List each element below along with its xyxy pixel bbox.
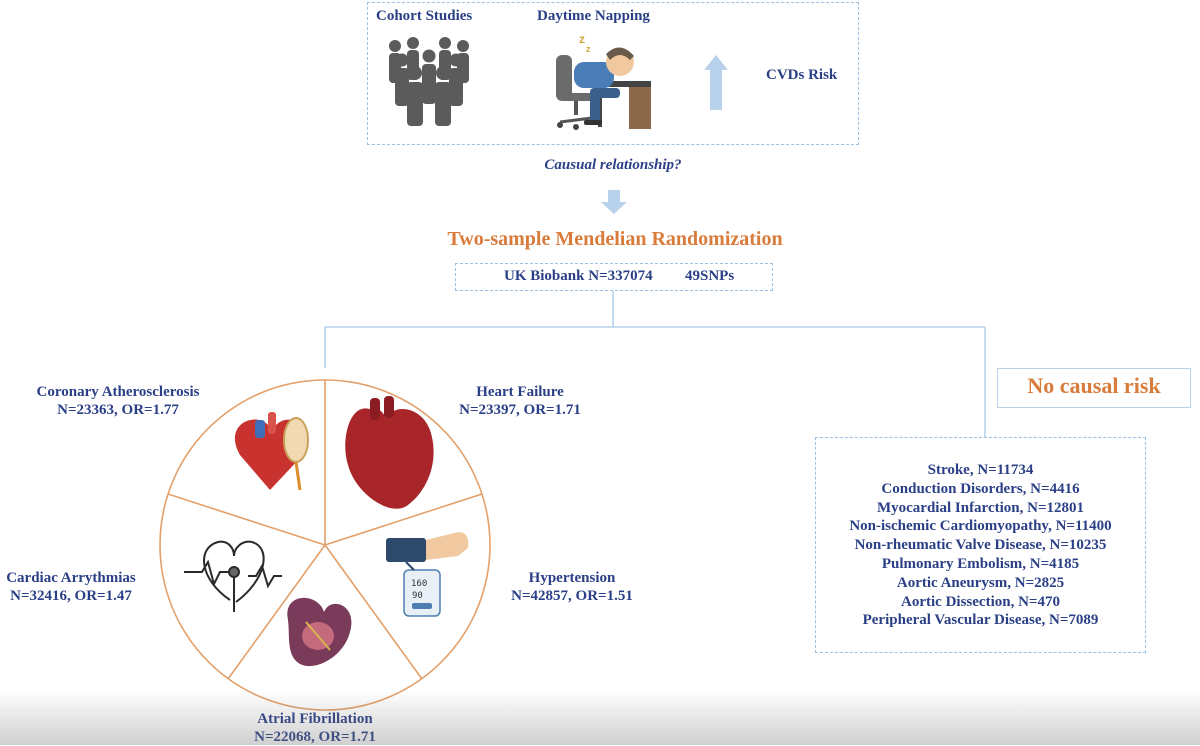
list-item: Pulmonary Embolism, N=4185 [881, 555, 1080, 572]
list-item: Non-rheumatic Valve Disease, N=10235 [854, 537, 1107, 554]
connector-lines [324, 291, 986, 438]
no-causal-list-box [815, 437, 1146, 653]
svg-text:160: 160 [411, 579, 427, 589]
outcome-arrythmias-name: Cardiac Arrythmias [6, 570, 136, 586]
list-item: Peripheral Vascular Disease, N=7089 [862, 612, 1099, 629]
outcome-coronary-stats: N=23363, OR=1.77 [57, 402, 179, 418]
down-arrow-icon [601, 190, 627, 214]
outcome-hypertension-stats: N=42857, OR=1.51 [511, 588, 633, 604]
outcome-atrial-stats: N=22068, OR=1.71 [254, 729, 376, 745]
svg-text:z: z [579, 32, 585, 46]
biobank-label: UK Biobank N=337074 [504, 268, 653, 284]
outcome-heart-failure: Heart Failure N=23397, OR=1.71 [440, 383, 600, 419]
up-arrow-icon [704, 55, 728, 110]
heart-cross-section-icon [287, 597, 352, 667]
list-item: Aortic Dissection, N=470 [901, 593, 1060, 610]
no-causal-title-box [997, 368, 1191, 408]
list-item: Aortic Aneurysm, N=2825 [896, 574, 1065, 591]
cohort-evidence-box [367, 2, 859, 145]
no-causal-list: Stroke, N=11734 Conduction Disorders, N=… [815, 461, 1146, 630]
no-causal-title: No causal risk [1027, 373, 1161, 398]
crowd-icon [389, 37, 469, 126]
snps-label: 49SNPs [685, 268, 735, 284]
svg-text:z: z [586, 44, 591, 54]
artery-heart-icon [234, 412, 309, 491]
napping-person-icon: z z [556, 32, 651, 130]
cohort-studies-label: Cohort Studies [376, 8, 473, 24]
list-item: Stroke, N=11734 [927, 462, 1034, 478]
method-title: Two-sample Mendelian Randomization [447, 228, 783, 250]
list-item: Non-ischemic Cardiomyopathy, N=11400 [849, 518, 1112, 535]
stethoscope-heart-icon [184, 540, 282, 612]
causal-question: Causual relationship? [544, 157, 682, 173]
outcome-hypertension: Hypertension N=42857, OR=1.51 [492, 569, 652, 605]
outcome-arrythmias-stats: N=32416, OR=1.47 [10, 588, 132, 604]
list-item: Conduction Disorders, N=4416 [881, 480, 1080, 497]
list-item: Myocardial Infarction, N=12801 [876, 499, 1084, 516]
outcome-atrial-name: Atrial Fibrillation [257, 711, 373, 727]
daytime-napping-label: Daytime Napping [537, 8, 650, 24]
heart-icon [345, 396, 434, 509]
blood-pressure-monitor-icon: 160 90 [386, 532, 469, 617]
outcome-coronary: Coronary Atherosclerosis N=23363, OR=1.7… [18, 383, 218, 419]
outcome-atrial: Atrial Fibrillation N=22068, OR=1.71 [230, 710, 400, 746]
outcome-heart-failure-name: Heart Failure [476, 384, 564, 400]
cvds-risk-label: CVDs Risk [766, 67, 838, 83]
outcome-hypertension-name: Hypertension [528, 570, 616, 586]
outcome-coronary-name: Coronary Atherosclerosis [36, 384, 200, 400]
svg-text:90: 90 [412, 591, 423, 601]
biobank-box [455, 263, 773, 291]
outcome-arrythmias: Cardiac Arrythmias N=32416, OR=1.47 [0, 569, 142, 605]
outcome-heart-failure-stats: N=23397, OR=1.71 [459, 402, 581, 418]
